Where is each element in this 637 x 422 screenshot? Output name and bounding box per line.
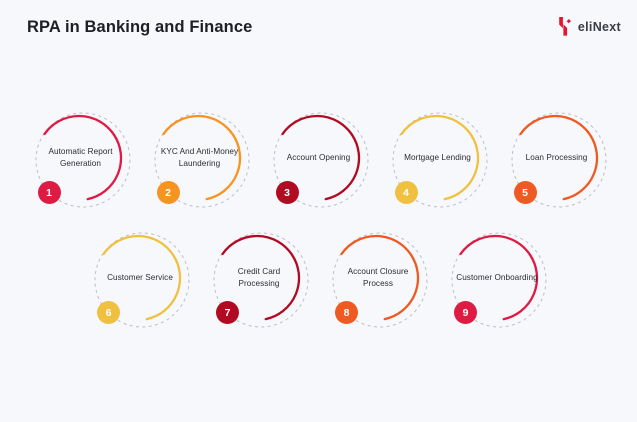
node-label: Mortgage Lending — [404, 153, 471, 163]
node-dashed-ring — [511, 112, 606, 208]
rpa-process-diagram: Automatic Report Generation 1 KYC And Anti… — [0, 60, 637, 422]
node-label: KYC And Anti-Money Laundering — [160, 147, 239, 168]
process-node[interactable]: Customer Onboarding 9 — [444, 228, 550, 334]
node-dashed-ring — [332, 232, 428, 328]
node-number-badge[interactable]: 7 — [216, 301, 239, 324]
node-arc — [161, 114, 241, 201]
node-arc — [459, 234, 539, 321]
node-arc — [340, 234, 420, 321]
node-arc — [518, 114, 598, 201]
node-row-2: Customer Service 6 Credit Card Processing 7… — [0, 228, 637, 334]
node-dashed-ring — [273, 112, 368, 208]
process-node[interactable]: Credit Card Processing 7 — [206, 228, 312, 334]
node-dashed-ring — [35, 112, 130, 208]
node-dashed-ring — [94, 232, 190, 328]
node-dashed-ring — [213, 232, 309, 328]
node-number-badge[interactable]: 2 — [156, 181, 180, 204]
node-label: Account Opening — [286, 153, 351, 163]
process-node[interactable]: Account Opening 3 — [266, 108, 372, 214]
brand-logo-text: eliNext — [577, 19, 621, 34]
node-number-badge[interactable]: 8 — [335, 301, 358, 324]
node-row-1: Automatic Report Generation 1 KYC And Anti… — [0, 108, 637, 214]
node-label: Customer Onboarding — [456, 273, 538, 283]
brand-logo: eliNext — [558, 17, 621, 36]
process-node[interactable]: Customer Service 6 — [87, 228, 193, 334]
node-dashed-ring — [392, 112, 487, 208]
node-number-badge[interactable]: 9 — [454, 301, 477, 324]
process-node[interactable]: Account Closure Process 8 — [325, 228, 431, 334]
node-number-badge[interactable]: 3 — [275, 181, 299, 204]
node-dashed-ring — [451, 232, 547, 328]
process-node[interactable]: Automatic Report Generation 1 — [28, 108, 134, 214]
node-arc — [221, 234, 301, 321]
node-arc — [280, 114, 360, 201]
page-title: RPA in Banking and Finance — [27, 18, 253, 36]
node-dashed-ring — [154, 112, 249, 208]
process-node[interactable]: Mortgage Lending 4 — [385, 108, 491, 214]
process-node[interactable]: Loan Processing 5 — [504, 108, 610, 214]
node-label: Loan Processing — [525, 153, 588, 163]
node-label: Customer Service — [107, 273, 173, 283]
node-number-badge[interactable]: 4 — [394, 181, 418, 204]
node-number-badge[interactable]: 5 — [513, 181, 537, 204]
process-node[interactable]: KYC And Anti-Money Laundering 2 — [147, 108, 253, 214]
node-label: Credit Card Processing — [237, 267, 281, 288]
page-header: RPA in Banking and Finance eliNext — [0, 0, 637, 60]
node-arc — [102, 234, 182, 321]
node-arc — [399, 114, 479, 201]
node-number-badge[interactable]: 1 — [37, 181, 61, 204]
node-label: Account Closure Process — [347, 267, 409, 288]
elinext-n-mark-icon — [559, 17, 571, 36]
node-number-badge[interactable]: 6 — [97, 301, 120, 324]
node-arc — [42, 114, 122, 201]
node-label: Automatic Report Generation — [48, 147, 113, 168]
